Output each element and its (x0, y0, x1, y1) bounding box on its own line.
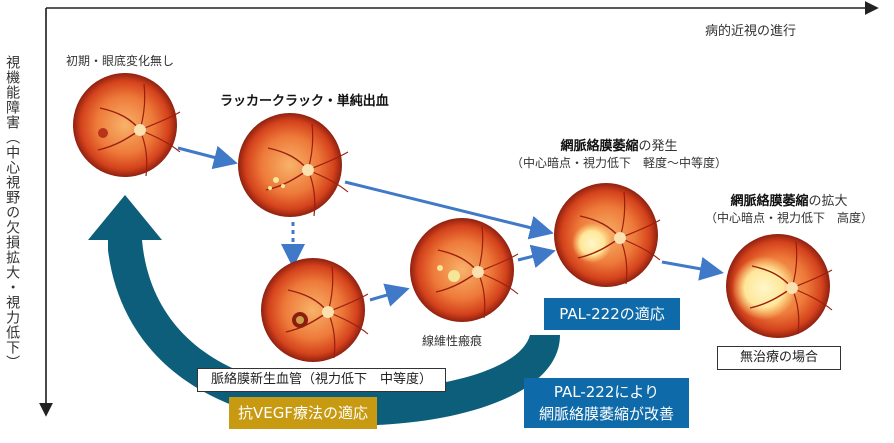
y-axis-label: 視機能障害（中心視野の欠損拡大・視力低下） (4, 55, 21, 370)
arrow-cnv-to-fibrous (369, 283, 410, 307)
stage-atrophy-expand-heading: 網脈絡膜萎縮の拡大 （中心暗点・視力低下 高度） (694, 190, 884, 226)
fundus-image-atrophy-expanded (726, 234, 833, 338)
fundus-image-initial (73, 73, 181, 177)
pal-improve-line2: 網脈絡膜萎縮が改善 (538, 405, 674, 423)
fundus-image-cnv (261, 258, 369, 362)
anti-vegf-callout: 抗VEGF療法の適応 (229, 397, 377, 429)
atrophy-onset-title: 網脈絡膜萎縮 (560, 139, 639, 154)
fundus-image-lacquer (238, 113, 349, 217)
fundus-image-fibrous (410, 218, 519, 322)
arrow-lacquer-to-atrophy (344, 180, 554, 240)
atrophy-onset-sub: （中心暗点・視力低下 軽度～中等度） (510, 156, 727, 170)
arrow-atrophy-to-expanded (661, 257, 724, 281)
atrophy-expand-title: 網脈絡膜萎縮 (730, 194, 809, 209)
x-axis-label: 病的近視の進行 (705, 24, 797, 39)
stage-atrophy-onset-heading: 網脈絡膜萎縮の発生 （中心暗点・視力低下 軽度～中等度） (494, 135, 744, 171)
atrophy-expand-sub: （中心暗点・視力低下 高度） (704, 211, 873, 225)
stage-initial-label: 初期・眼底変化無し (66, 54, 175, 68)
atrophy-expand-suffix: の拡大 (808, 194, 848, 209)
stage-fibrous-label: 線維性瘢痕 (422, 334, 483, 348)
pal-improve-callout: PAL-222により 網脈絡膜萎縮が改善 (524, 378, 689, 428)
arrow-fibrous-to-atrophy (517, 244, 556, 269)
cnv-box: 脈絡膜新生血管（視力低下 中等度） (197, 368, 446, 392)
untreated-box: 無治療の場合 (717, 346, 841, 370)
arrow-initial-to-lacquer (177, 145, 238, 170)
pal-indication-callout: PAL-222の適応 (544, 298, 680, 330)
improvement-curved-arrow (88, 195, 560, 426)
stage-lacquer-label: ラッカークラック・単純出血 (220, 94, 389, 109)
pal-improve-line1: PAL-222により (553, 383, 660, 401)
fundus-image-atrophy-onset (554, 183, 661, 287)
atrophy-onset-suffix: の発生 (638, 139, 678, 154)
